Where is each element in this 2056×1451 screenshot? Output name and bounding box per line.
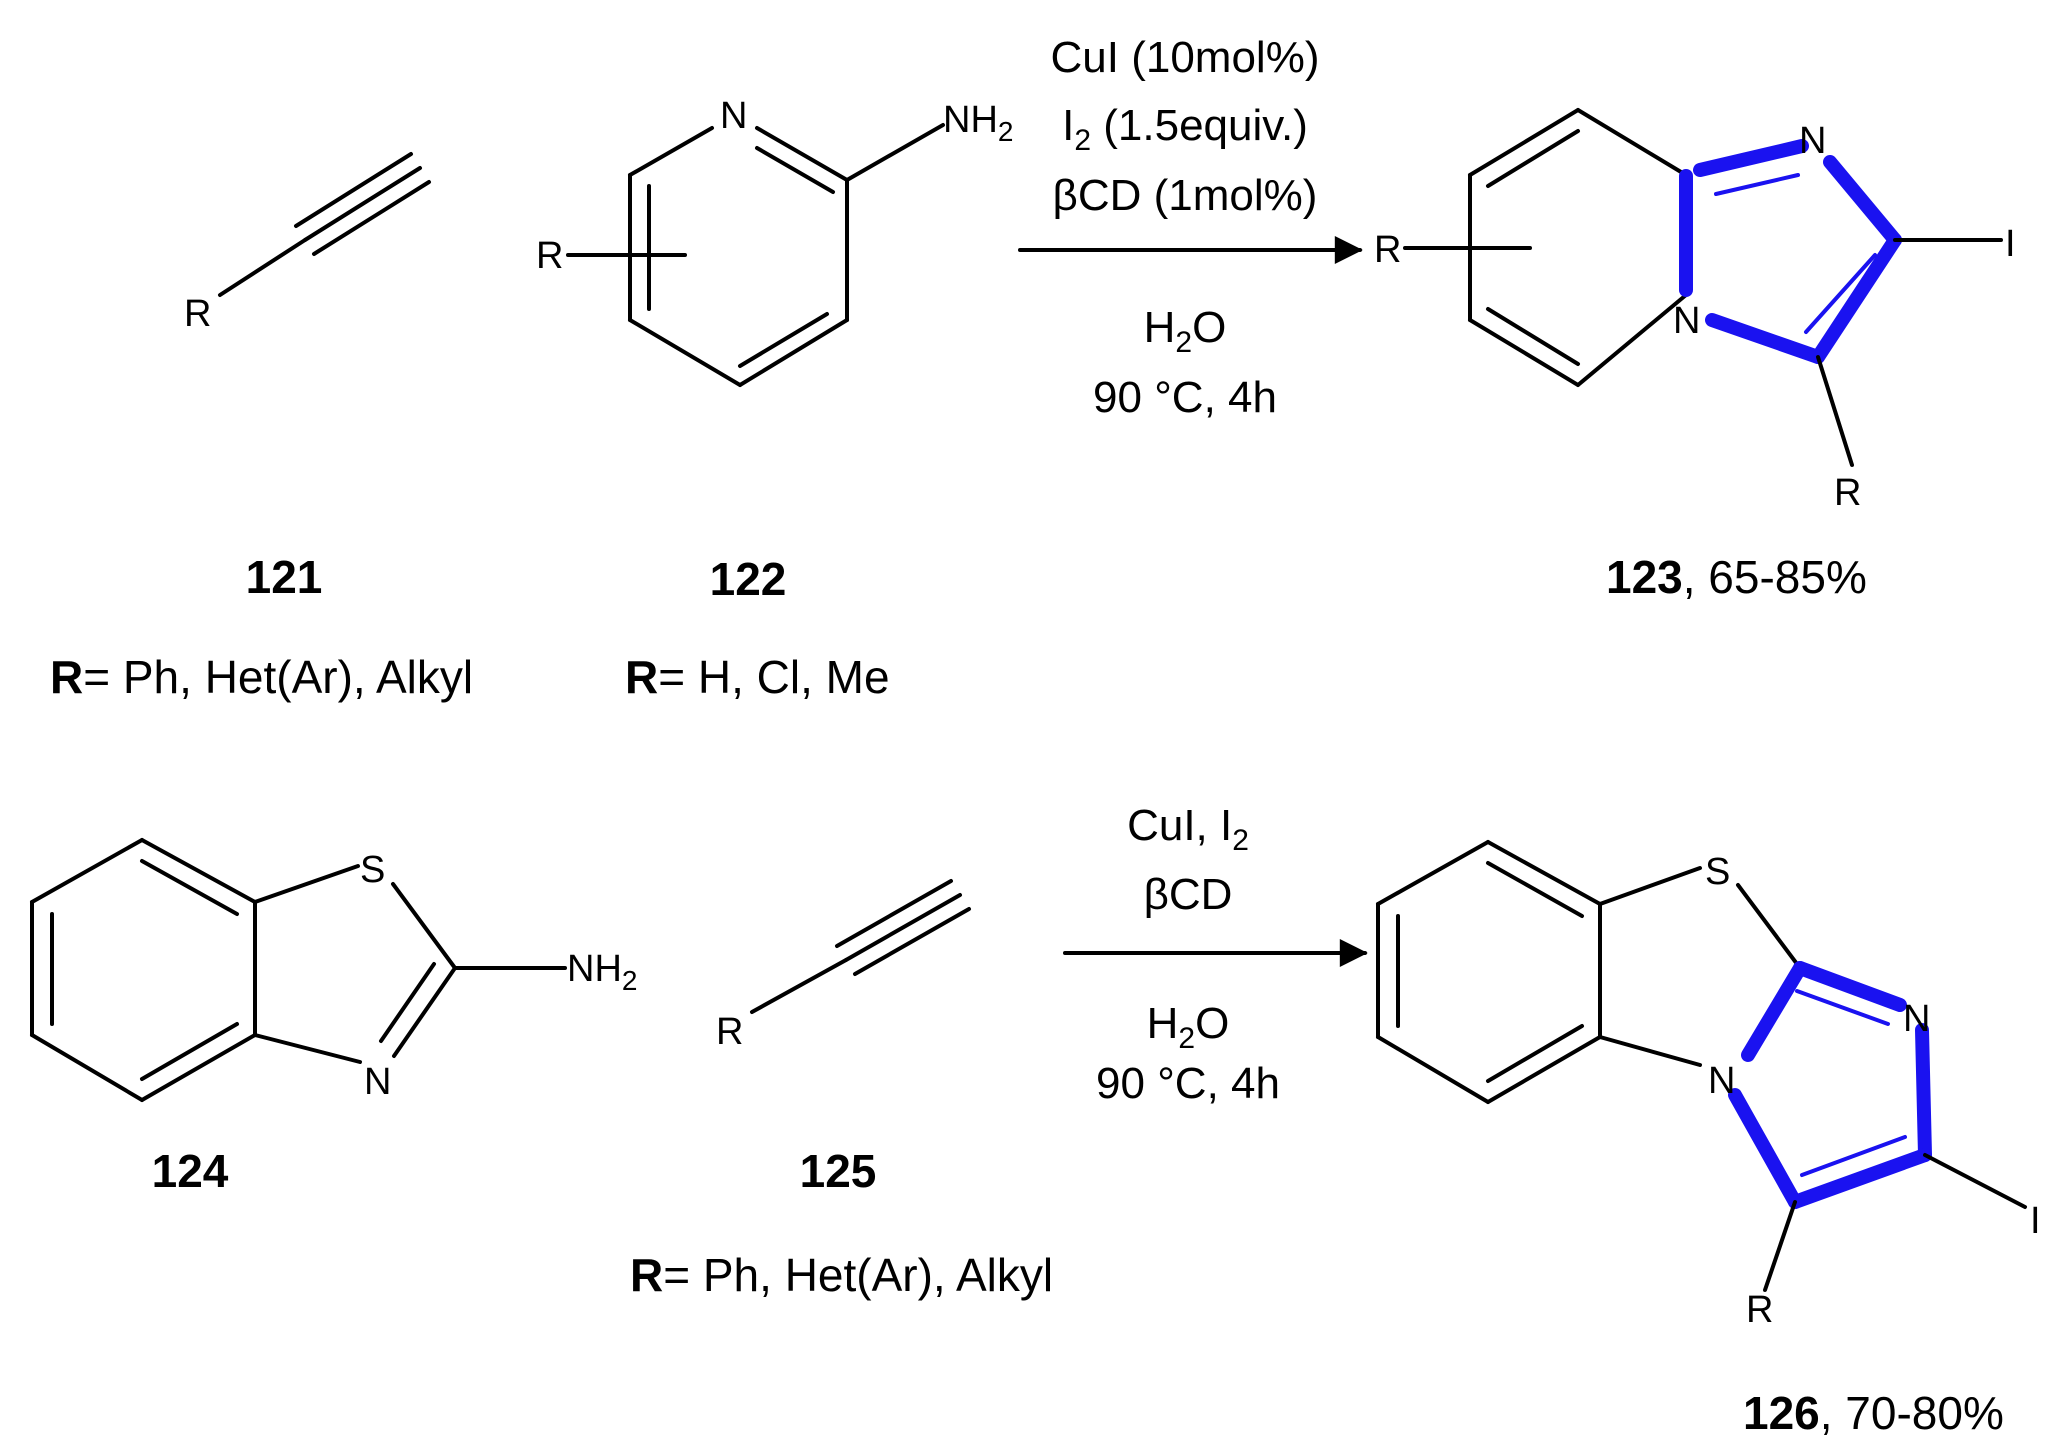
- bond-c8a-n1: [1693, 139, 1809, 177]
- bond-c2-c3: [1811, 233, 1902, 364]
- atom-r-121: R: [184, 293, 211, 335]
- bond-c8a-n1-inner: [1714, 173, 1800, 196]
- aminobenzothiazole-124-structure: S N NH2: [30, 838, 637, 1103]
- bond-n1-c2: [1823, 155, 1902, 247]
- atom-n4-126: N: [1708, 1060, 1735, 1102]
- imidazobenzothiazole-126-structure: S N N I R: [1376, 840, 2041, 1331]
- atom-r-123-ring: R: [1374, 229, 1401, 271]
- r-group-note-125: R= Ph, Het(Ar), Alkyl: [630, 1249, 1053, 1301]
- atom-i-123: I: [2005, 223, 2016, 265]
- reaction-2-additive: βCD: [1144, 870, 1233, 919]
- atom-r-126: R: [1746, 1289, 1773, 1331]
- alkyne-121-structure: R: [184, 152, 431, 335]
- amine-nh2-122: NH2: [943, 99, 1013, 147]
- atom-s-126: S: [1705, 851, 1730, 893]
- atom-n-124: N: [364, 1061, 391, 1103]
- r-group-note-122: R= H, Cl, Me: [625, 651, 890, 703]
- r-group-note-121: R= Ph, Het(Ar), Alkyl: [50, 651, 473, 703]
- bond-c9a-n1-inner: [1795, 989, 1890, 1026]
- aminopyridine-122-structure: N NH2 R: [536, 95, 1013, 387]
- reaction-1-oxidant: I2 (1.5equiv.): [1062, 101, 1308, 157]
- reaction-2-temperature-time: 90 °C, 4h: [1096, 1059, 1280, 1108]
- atom-r-125: R: [716, 1011, 743, 1053]
- alkyne-125-structure: R: [716, 879, 971, 1053]
- reaction-1-solvent: H2O: [1144, 303, 1227, 359]
- bond-c2-c3: [1788, 1148, 1932, 1209]
- compound-label-123: 123, 65-85%: [1606, 551, 1867, 603]
- compound-label-121: 121: [246, 551, 323, 603]
- bond-c9a-n1: [1793, 961, 1907, 1012]
- compound-label-124: 124: [152, 1145, 229, 1197]
- bond-n1-c2: [1915, 1023, 1932, 1162]
- atom-i-126: I: [2030, 1200, 2041, 1242]
- compound-label-126: 126, 70-80%: [1743, 1387, 2004, 1439]
- atom-r-122: R: [536, 235, 563, 277]
- atom-n4-123: N: [1673, 300, 1700, 342]
- atom-s-124: S: [360, 849, 385, 891]
- compound-label-125: 125: [800, 1145, 877, 1197]
- compound-label-122: 122: [710, 553, 787, 605]
- bond-c2-c3-inner: [1800, 1135, 1907, 1177]
- bond-n4-c9a: [1741, 961, 1807, 1062]
- reaction-2-solvent: H2O: [1147, 999, 1230, 1055]
- bond-c3-n4: [1705, 313, 1825, 364]
- imidazopyridine-123-structure: N N I R R: [1374, 108, 2016, 514]
- bond-c3-n4: [1728, 1088, 1802, 1209]
- atom-n-122: N: [720, 95, 747, 137]
- atom-r-123-c3: R: [1834, 472, 1861, 514]
- bond-c2-c3-inner: [1804, 253, 1877, 334]
- reaction-1-catalyst: CuI (10mol%): [1051, 33, 1320, 82]
- atom-n1-126: N: [1903, 998, 1930, 1040]
- reaction-2-catalyst-oxidant: CuI, I2: [1127, 801, 1249, 857]
- reaction-1-additive: βCD (1mol%): [1053, 171, 1318, 220]
- reaction-1-temperature-time: 90 °C, 4h: [1093, 373, 1277, 422]
- amine-nh2-124: NH2: [567, 948, 637, 996]
- atom-n1-123: N: [1799, 120, 1826, 162]
